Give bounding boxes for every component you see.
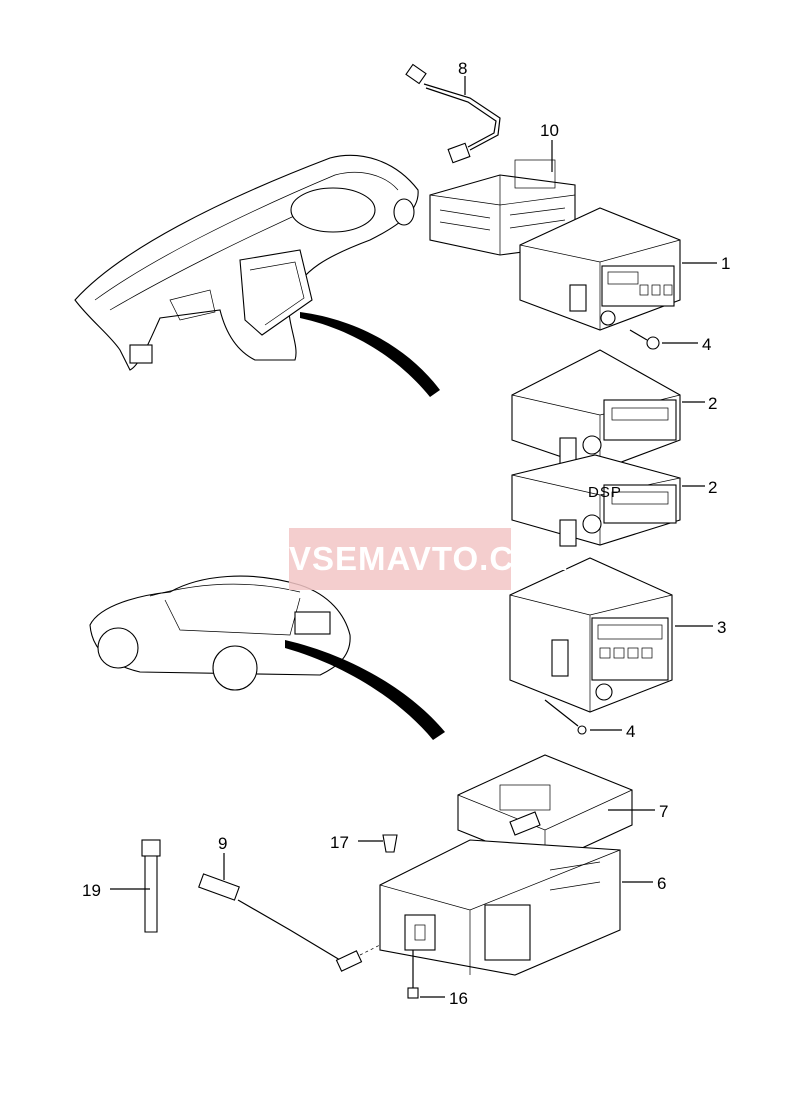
cable-9-drawing: [198, 873, 381, 972]
callout-10: 10: [540, 121, 559, 140]
antenna-lead-drawing: [405, 63, 501, 164]
dashboard-arrow: [300, 312, 440, 397]
callout-2-dsp: 2: [708, 478, 717, 497]
callout-17: 17: [330, 833, 349, 852]
callout-19: 19: [82, 881, 101, 900]
callout-16: 16: [449, 989, 468, 1008]
callout-6: 6: [657, 874, 666, 893]
callout-3: 3: [717, 618, 726, 637]
callout-4-lower: 4: [626, 722, 635, 741]
callout-1: 1: [721, 254, 730, 273]
callout-2-top: 2: [708, 394, 717, 413]
screw-4-lower-drawing: [544, 699, 587, 735]
radio-unit-2b-drawing: [511, 454, 681, 547]
car-drawing: [89, 575, 351, 691]
leader-lines: [110, 76, 717, 998]
car-arrow: [285, 640, 445, 740]
cd-magazine-drawing: [457, 754, 633, 866]
dashboard-drawing: [74, 154, 419, 371]
radio-unit-1-drawing: [519, 207, 681, 331]
callout-9: 9: [218, 834, 227, 853]
radio-unit-3-drawing: [509, 557, 673, 713]
clip-17-drawing: [382, 834, 398, 853]
cd-changer-drawing: [379, 839, 621, 976]
watermark-text: VSEMAVTO.COM: [289, 540, 570, 577]
watermark-background: [289, 528, 511, 590]
callout-7: 7: [659, 802, 668, 821]
screw-4-top-drawing: [629, 329, 660, 350]
dsp-marking: DSP: [588, 484, 622, 501]
radio-unit-2a-drawing: [511, 349, 681, 471]
callout-4-top: 4: [702, 335, 711, 354]
callout-8: 8: [458, 59, 467, 78]
bolt-16-drawing: [407, 950, 419, 999]
cable-tie-drawing: [141, 839, 161, 933]
